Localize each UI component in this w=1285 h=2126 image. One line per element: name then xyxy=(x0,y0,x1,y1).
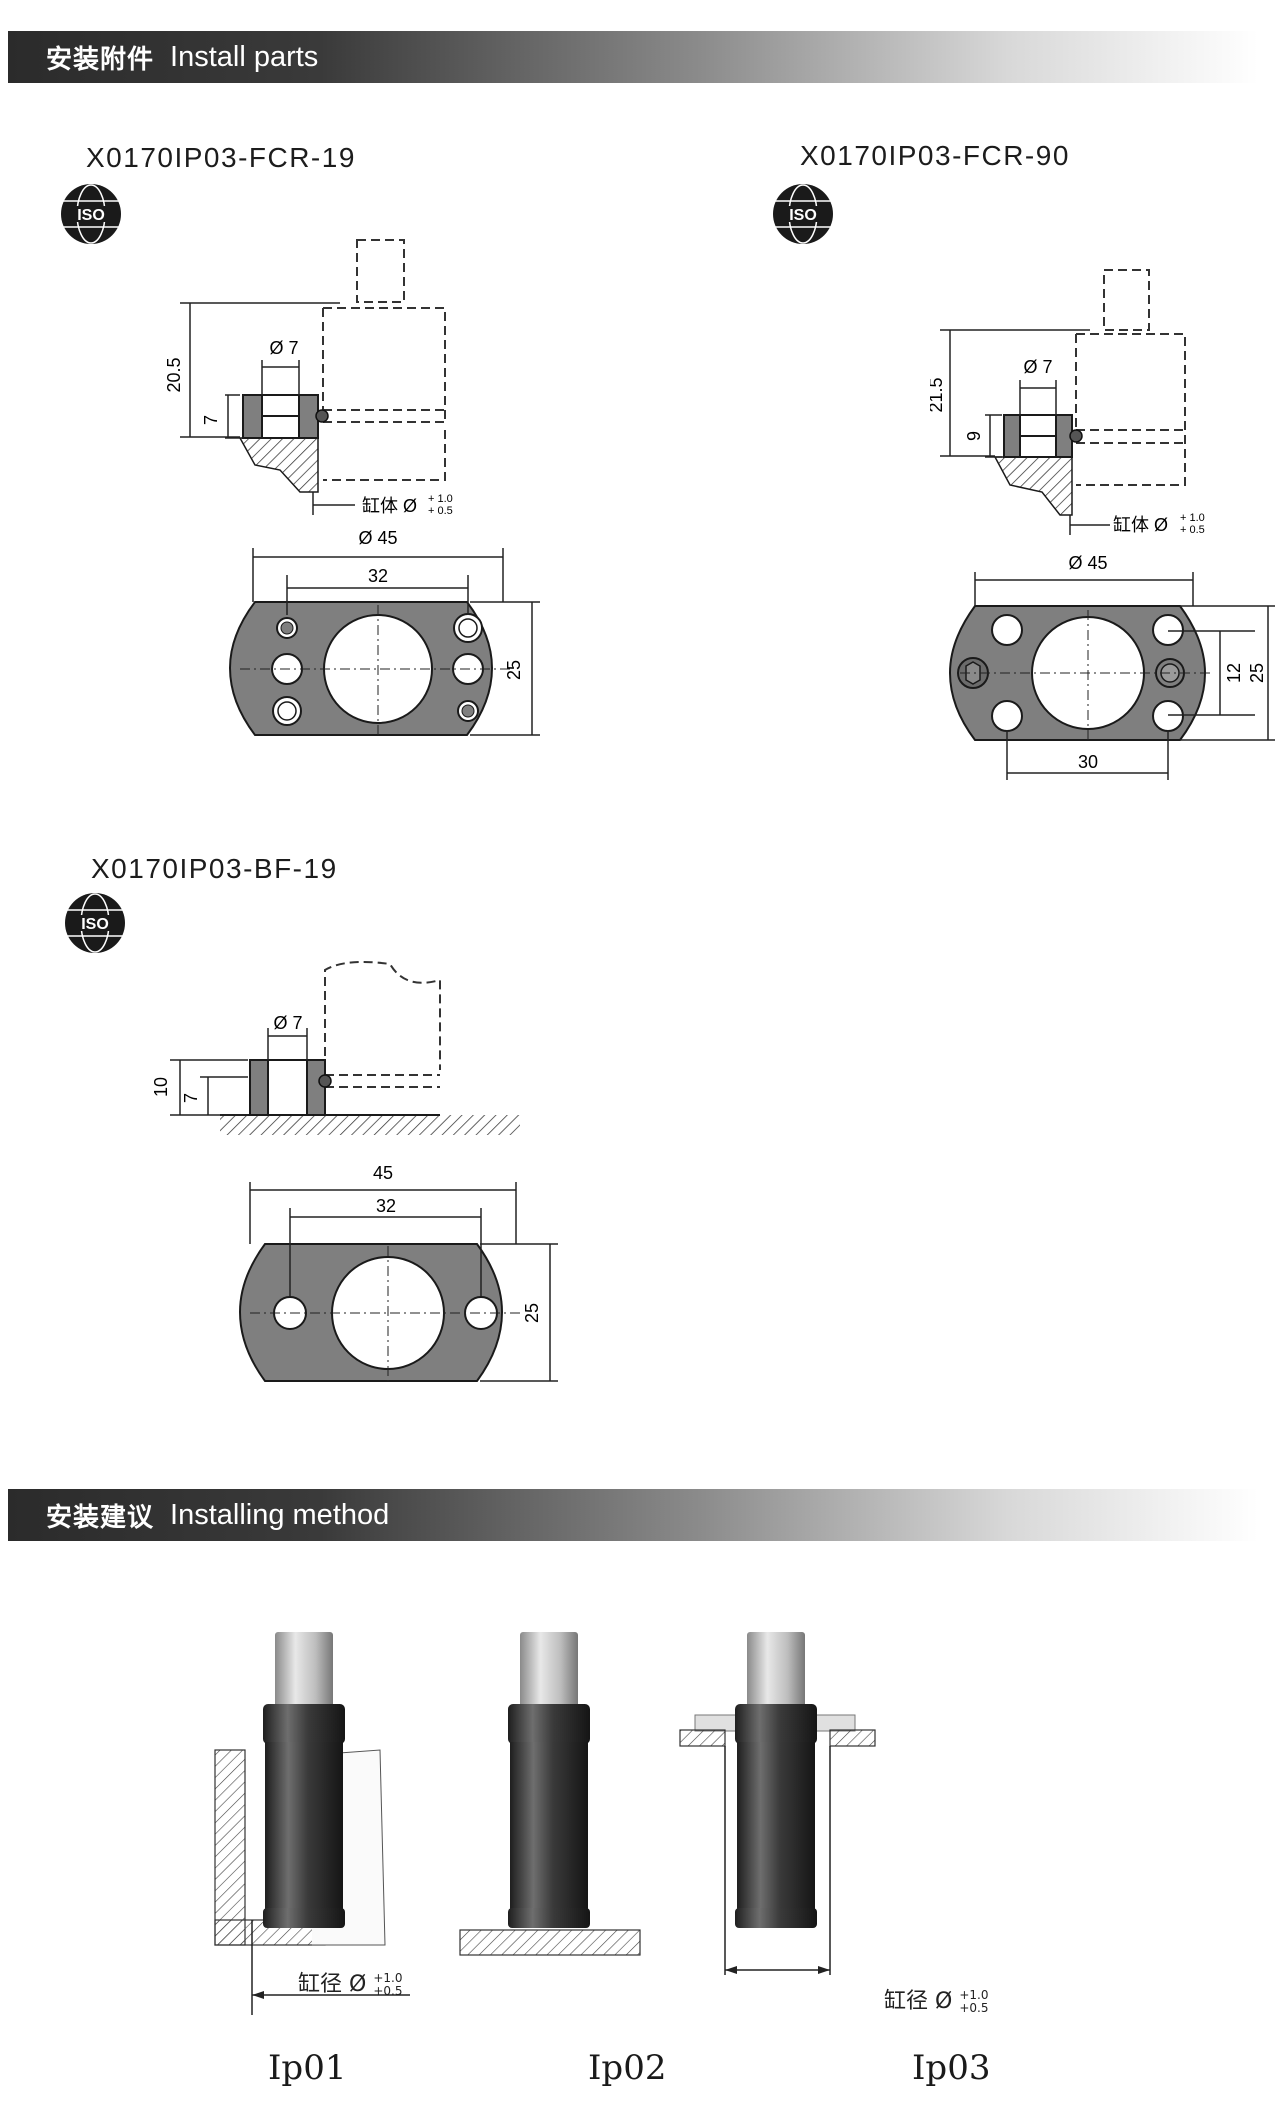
cyl-label: 缸体 Ø xyxy=(362,495,417,516)
tol-low: +0.5 xyxy=(959,2001,989,2015)
tol-up: + 1.0 xyxy=(428,493,453,505)
dim-span: 30 xyxy=(1078,752,1098,772)
dim-width: 25 xyxy=(504,660,524,680)
iso-icon: ISO xyxy=(65,893,125,953)
model-bf19: X0170IP03-BF-19 xyxy=(91,853,338,884)
dim-height: 10 xyxy=(151,1077,171,1097)
dim-thick: 7 xyxy=(201,415,221,425)
dim-outer: Ø 45 xyxy=(1068,553,1107,573)
method-ip02 xyxy=(459,1632,641,1956)
dim-thick: 9 xyxy=(964,431,984,441)
dim-span: 32 xyxy=(376,1196,396,1216)
dim-span: 32 xyxy=(368,566,388,586)
tolerance: +1.0 +0.5 xyxy=(373,1972,402,1998)
tol-up: +1.0 xyxy=(959,1988,989,2002)
method-label-ip02: Ip02 xyxy=(588,2048,667,2088)
dim-bore: Ø 7 xyxy=(1023,357,1052,377)
dim-inner: 12 xyxy=(1224,663,1244,683)
method-ip01-note: 缸径 Ø +1.0 +0.5 xyxy=(298,1966,402,1998)
dim-height: 21.5 xyxy=(930,377,946,412)
model-fcr19: X0170IP03-FCR-19 xyxy=(86,142,356,173)
drawing-fcr19: Ø 7 20.5 7 缸体 Ø + 1.0 + 0.5 Ø 45 32 25 xyxy=(164,239,540,736)
dim-length: 45 xyxy=(373,1163,393,1183)
tol-up: + 1.0 xyxy=(1180,512,1205,524)
section-title-en: Install parts xyxy=(170,40,319,73)
iso-text: ISO xyxy=(81,916,109,933)
tolerance: +1.0 +0.5 xyxy=(959,1989,988,2015)
method-ip01 xyxy=(214,1632,410,2015)
drawing-fcr90: Ø 7 21.5 9 缸体 Ø + 1.0 + 0.5 Ø 45 30 12 2… xyxy=(930,269,1275,780)
dim-bore: Ø 7 xyxy=(269,338,298,358)
iso-text: ISO xyxy=(789,207,817,224)
tol-up: +1.0 xyxy=(373,1971,403,1985)
iso-icon: ISO xyxy=(61,184,121,244)
dim-width: 25 xyxy=(1247,663,1267,683)
cyl-label: 缸体 Ø xyxy=(1113,514,1168,535)
dim-thick: 7 xyxy=(181,1093,201,1103)
dim-bore: Ø 7 xyxy=(273,1013,302,1033)
method-ip03 xyxy=(679,1632,876,1975)
section-title-zh: 安装附件 xyxy=(46,44,155,75)
drawing-bf19: Ø 7 10 7 45 32 25 xyxy=(151,961,558,1382)
section-title-zh: 安装建议 xyxy=(46,1502,155,1533)
dim-outer: Ø 45 xyxy=(358,528,397,548)
section-banner-installing-method: 安装建议 Installing method xyxy=(8,1489,1258,1541)
section-banner-install-parts: 安装附件 Install parts xyxy=(8,31,1258,83)
model-fcr90: X0170IP03-FCR-90 xyxy=(800,140,1070,171)
method-label-ip01: Ip01 xyxy=(268,2048,347,2088)
cyl-bore-label: 缸径 Ø xyxy=(884,1989,953,2014)
iso-icon: ISO xyxy=(773,184,833,244)
method-ip03-note: 缸径 Ø +1.0 +0.5 xyxy=(884,1983,988,2015)
cyl-bore-label: 缸径 Ø xyxy=(298,1972,367,1997)
section-title-en: Installing method xyxy=(170,1498,390,1531)
tol-low: + 0.5 xyxy=(1180,524,1205,536)
tol-low: +0.5 xyxy=(373,1984,403,1998)
iso-text: ISO xyxy=(77,207,105,224)
install-methods-drawing xyxy=(214,1632,876,2015)
method-label-ip03: Ip03 xyxy=(912,2048,991,2088)
dim-height: 20.5 xyxy=(164,357,184,392)
dim-width: 25 xyxy=(522,1303,542,1323)
tol-low: + 0.5 xyxy=(428,505,453,517)
